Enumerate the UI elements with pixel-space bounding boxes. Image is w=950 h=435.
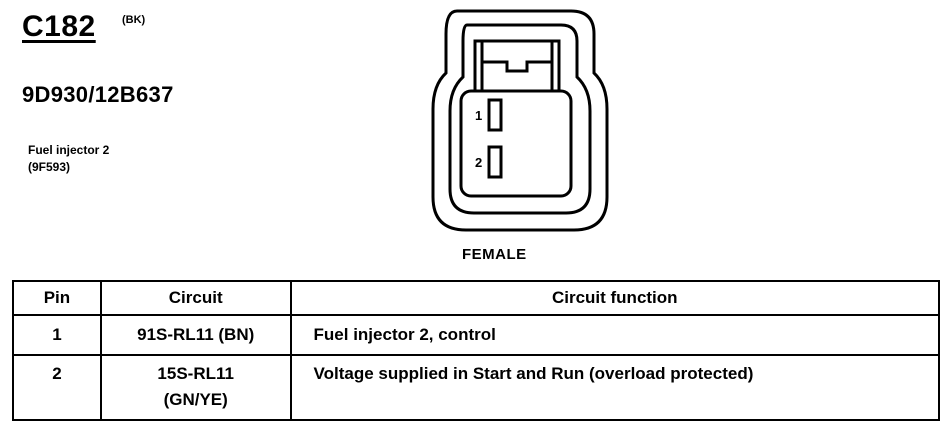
connector-color: (BK) (122, 14, 146, 26)
terminal-body (459, 89, 573, 198)
circuit-code: 15S-RL11 (GN/YE) (99, 354, 292, 421)
pin-2-label: 2 (475, 155, 482, 170)
pin-2-slot (487, 145, 503, 179)
component-name: Fuel injector 2 (28, 143, 110, 157)
pin-number: 1 (12, 314, 102, 356)
pin-table: Pin Circuit Circuit function 1 91S-RL11 … (12, 280, 941, 421)
header-function: Circuit function (289, 280, 941, 316)
header-pin: Pin (12, 280, 102, 316)
table-row: 2 15S-RL11 (GN/YE) Voltage supplied in S… (12, 354, 941, 421)
connector-gender-label: FEMALE (462, 246, 527, 263)
circuit-function: Fuel injector 2, control (289, 314, 941, 356)
part-number: 9D930/12B637 (22, 82, 174, 107)
pin-number: 2 (12, 354, 102, 421)
connector-id: C182 (22, 10, 96, 43)
connector-housing-outer (431, 9, 609, 232)
table-header-row: Pin Circuit Circuit function (12, 280, 941, 316)
component-code: (9F593) (28, 160, 71, 174)
locking-tab (473, 39, 561, 93)
circuit-code-line: 91S-RL11 (BN) (137, 325, 255, 344)
circuit-code-line: 15S-RL11 (157, 364, 234, 383)
connector-face-diagram: 1 2 (431, 9, 609, 232)
circuit-wire-color: (GN/YE) (163, 390, 228, 409)
connector-housing-inner (448, 23, 592, 215)
table-row: 1 91S-RL11 (BN) Fuel injector 2, control (12, 314, 941, 356)
circuit-function: Voltage supplied in Start and Run (overl… (289, 354, 941, 421)
pin-1-label: 1 (475, 108, 482, 123)
pin-1-slot (487, 98, 503, 132)
header-circuit: Circuit (99, 280, 292, 316)
circuit-code: 91S-RL11 (BN) (99, 314, 292, 356)
